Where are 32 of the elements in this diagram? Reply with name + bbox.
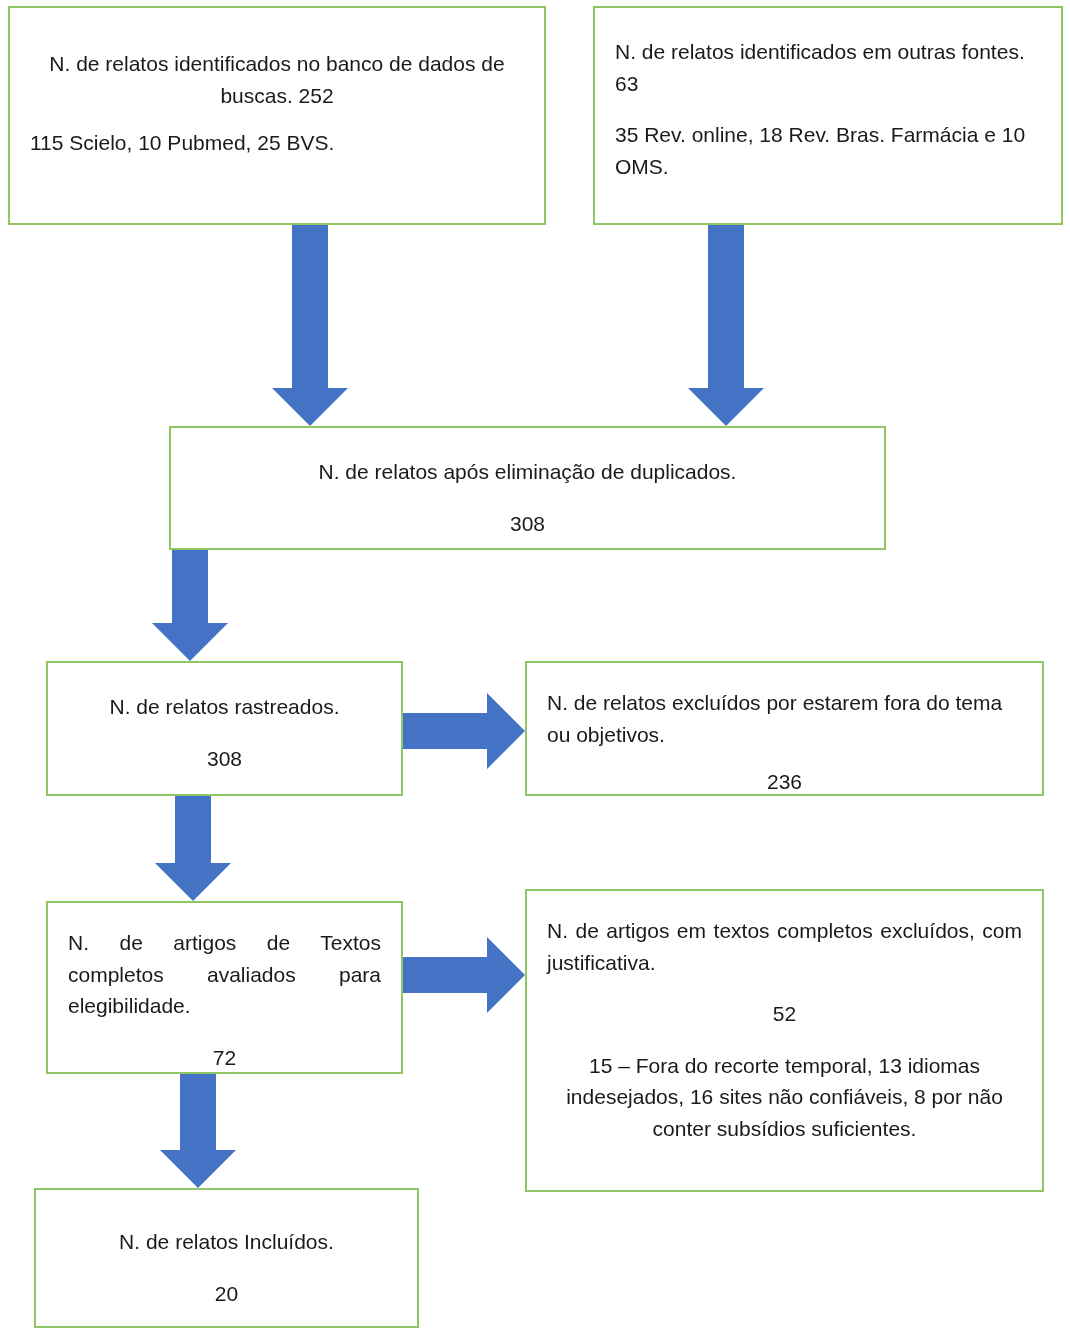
process-box	[46, 661, 403, 796]
box-text: N. de relatos após eliminação de duplicados.	[317, 459, 738, 485]
process-box	[593, 6, 1063, 225]
box-text: 20	[213, 1280, 240, 1307]
block-arrow	[688, 225, 764, 426]
box-text: 308	[205, 745, 243, 772]
box-text: 308	[508, 510, 546, 537]
box-text: N. de relatos identificados no banco de dados de buscas. 252	[48, 51, 506, 109]
block-arrow	[403, 937, 525, 1013]
box-text: 15 – Fora do recorte temporal, 13 idiomas indesejados, 16 sites não confiáveis, 8 por não conter subsídios suficientes.	[565, 1052, 1004, 1142]
process-box	[46, 901, 403, 1074]
box-text: 115 Scielo, 10 Pubmed, 25 BVS.	[30, 130, 336, 156]
process-box	[525, 661, 1044, 796]
box-text: N. de artigos de Textos completos avaliados para elegibilidade.	[68, 930, 381, 1019]
process-box	[525, 889, 1044, 1192]
box-text: N. de artigos em textos completos excluídos, com justificativa.	[547, 918, 1022, 976]
block-arrow	[403, 693, 525, 769]
block-arrow	[272, 225, 348, 426]
box-text: N. de relatos Incluídos.	[118, 1229, 335, 1255]
process-box	[169, 426, 886, 550]
box-text: 72	[211, 1044, 238, 1071]
box-text: N. de relatos rastreados.	[108, 694, 341, 720]
process-box	[8, 6, 546, 225]
box-text: 35 Rev. online, 18 Rev. Bras. Farmácia e 10 OMS.	[615, 122, 1027, 180]
box-text: 236	[765, 769, 803, 795]
block-arrow	[160, 1074, 236, 1188]
box-text: N. de relatos excluídos por estarem fora do tema ou objetivos.	[547, 690, 1004, 748]
box-text: 52	[771, 1001, 798, 1027]
block-arrow	[152, 550, 228, 661]
process-box	[34, 1188, 419, 1328]
block-arrow	[155, 796, 231, 901]
box-text: N. de relatos identificados em outras fontes. 63	[615, 39, 1026, 97]
